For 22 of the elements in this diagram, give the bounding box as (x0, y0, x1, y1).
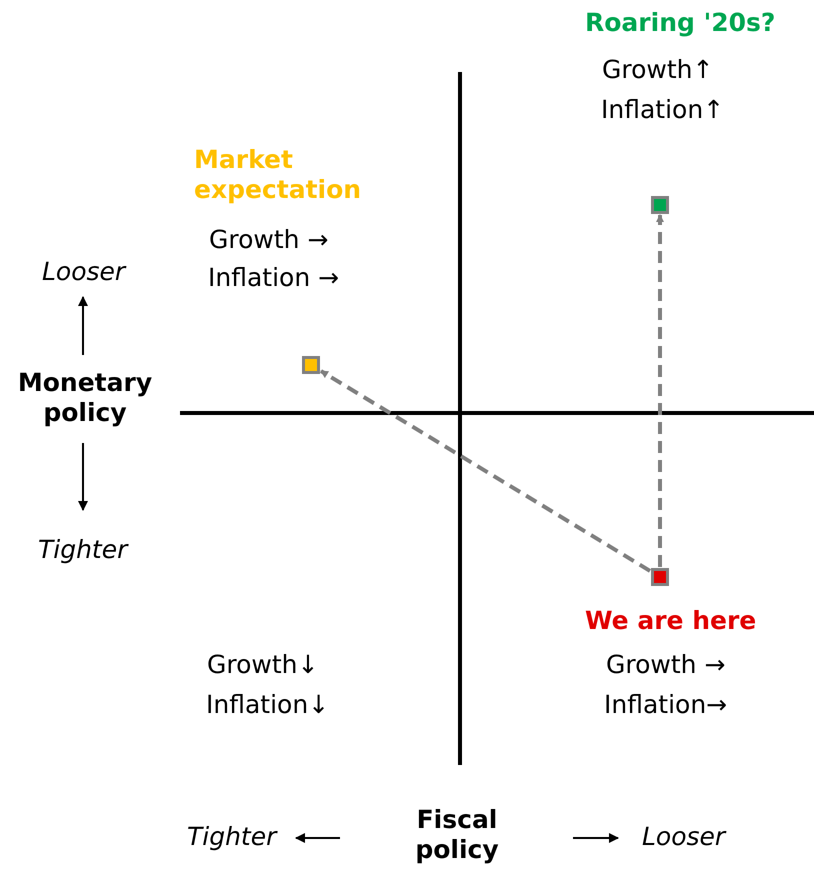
arrow (656, 214, 664, 567)
quadrant-heading: Roaring '20s? (585, 8, 776, 38)
axis-end-label: Tighter (38, 535, 128, 565)
axis-title: Monetary policy (16, 368, 154, 428)
quadrant-text: Growth → (209, 225, 328, 255)
quadrant-text: Growth → (606, 650, 726, 680)
quadrant-text: Inflation↓ (206, 690, 330, 720)
axis-end-label: Looser (642, 822, 726, 852)
quadrant-text: Inflation↑ (601, 95, 724, 125)
arrow (320, 369, 652, 573)
square-marker (651, 196, 669, 214)
axis-title: Fiscal policy (414, 805, 500, 865)
axis-end-label: Looser (42, 257, 126, 287)
square-marker (651, 568, 669, 586)
quadrant-text: Inflation→ (604, 690, 728, 720)
quadrant-heading: We are here (585, 606, 756, 636)
quadrant-heading: Market expectation (194, 145, 362, 205)
quadrant-text: Inflation → (208, 263, 340, 293)
quadrant-text: Growth↓ (207, 650, 318, 680)
axis-end-label: Tighter (187, 822, 276, 852)
quadrant-text: Growth↑ (602, 55, 714, 85)
square-marker (302, 356, 320, 374)
